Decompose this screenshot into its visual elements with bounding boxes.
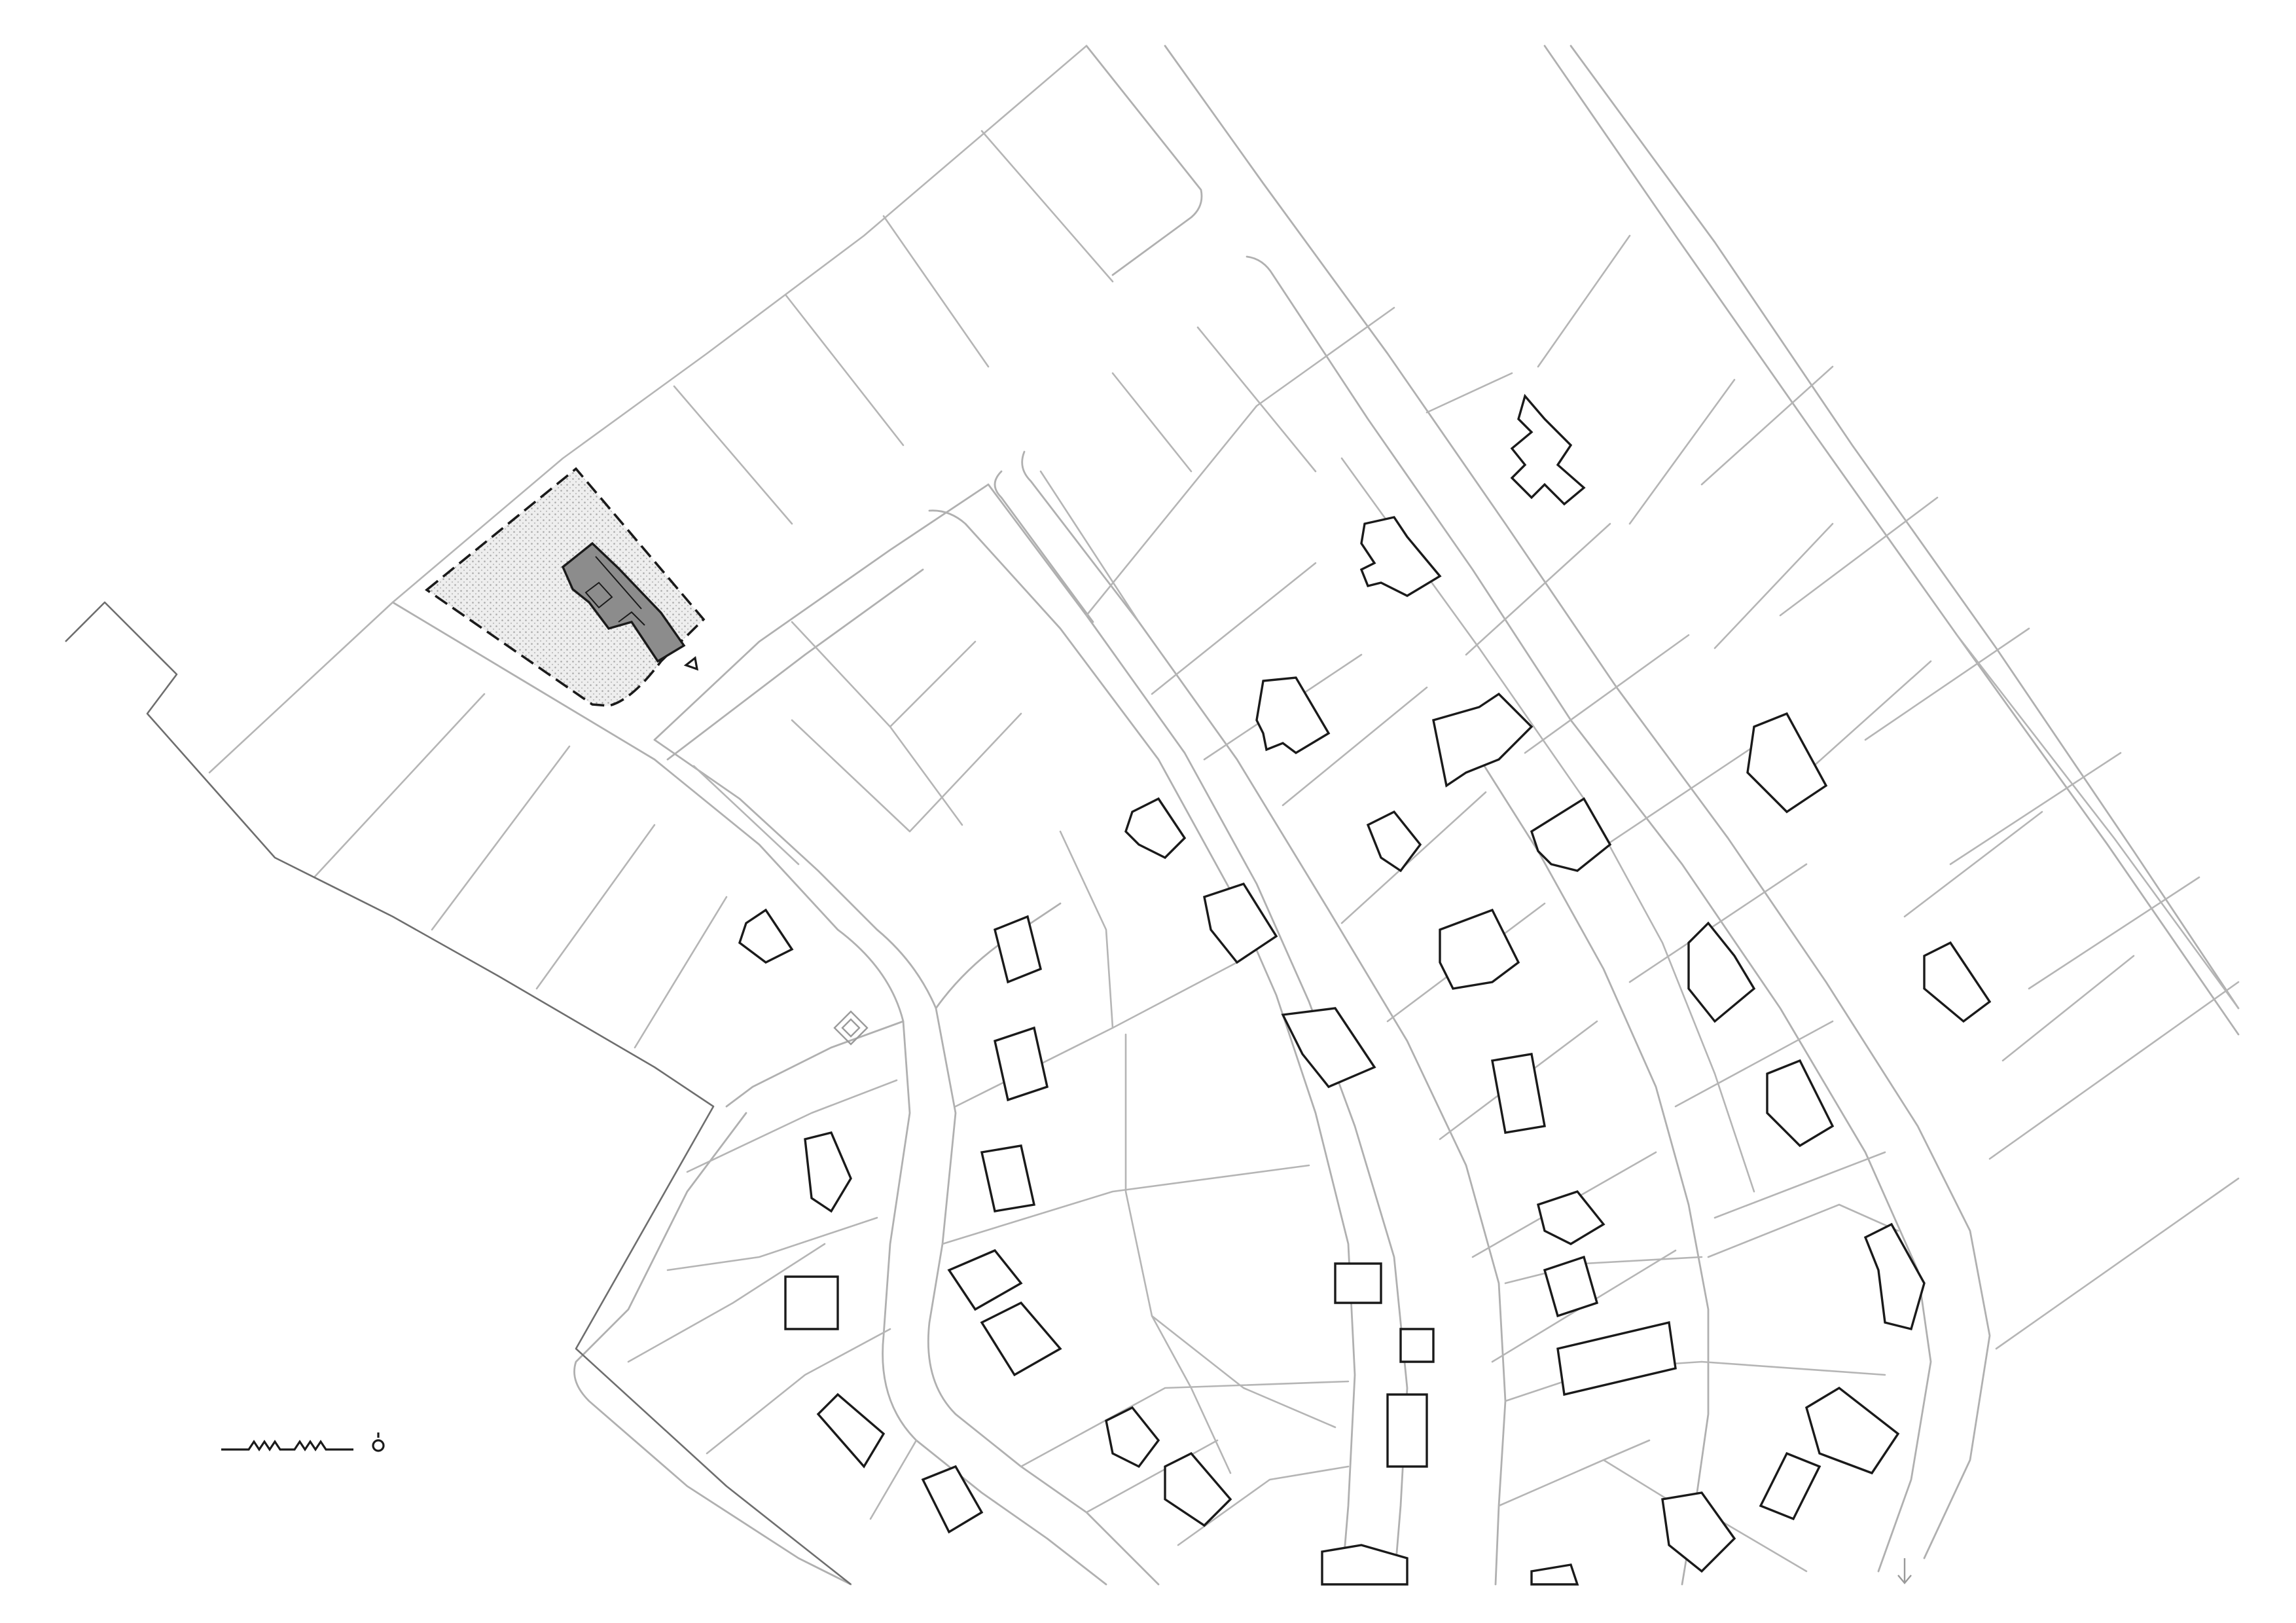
triangle-marker-icon [683,656,699,671]
legend [221,1432,385,1452]
existing-buildings [738,393,1992,1586]
road-edge [391,601,1107,1586]
house-footprint [980,1144,1036,1213]
road-edge [1543,45,2240,1036]
house-footprint [1530,797,1612,872]
house-footprint [1386,1393,1428,1468]
square-symbol-icon [833,1010,869,1046]
lot-line [673,130,1114,525]
highlighted-house[interactable] [561,541,686,663]
lot-line [391,45,1088,604]
lot-line [1059,830,1232,1474]
house-footprint [1661,1491,1736,1573]
house-footprint [1359,516,1442,597]
house-footprint [1510,393,1586,506]
lot-line [1465,522,1886,1219]
house-footprint [947,1249,1023,1311]
site-feature-symbol [833,1010,869,1046]
arrow-down-icon [1897,1558,1912,1584]
house-footprint [1203,882,1278,964]
house-footprint [993,915,1043,984]
road-edge [1570,45,2240,1010]
road-edge [653,739,1160,1586]
road-edge [1164,45,1991,1559]
road-edge [994,470,1094,623]
house-footprint [1759,1451,1821,1521]
house-footprint [1491,1053,1546,1134]
house-footprint [1746,712,1828,814]
roads [391,45,2240,1586]
house-footprint [980,1301,1062,1377]
house-footprint [1543,1255,1599,1318]
house-footprint [738,908,794,964]
road-edge [935,902,1062,1010]
road-edge [1085,45,1203,276]
house-footprint [784,1275,839,1330]
edge-marker [1897,1558,1912,1584]
lot-line [1085,306,1395,761]
lot-line [692,621,1022,866]
house-footprint [1439,908,1520,990]
lot-line [686,1079,898,1173]
lot-lines [208,45,2240,1573]
north-arrow-icon [372,1432,385,1452]
road-edge [725,1020,905,1108]
lot-line [1956,634,2240,1350]
road-edge [1021,450,1507,1586]
lot-line [208,601,728,1049]
house-detail [584,556,645,626]
road-edge [573,1112,852,1586]
boundary-line [65,601,852,1586]
house-footprint [1255,676,1331,755]
house-footprint [1321,1544,1408,1586]
house-footprint [1366,810,1422,873]
plot-boundary[interactable] [425,467,706,707]
lot-line [1039,326,1317,623]
lot-line [1537,234,2135,1062]
house-footprint [1536,1190,1605,1245]
house-footprint [1105,1406,1160,1468]
house-footprint[interactable] [561,541,686,663]
road-edge [666,568,924,761]
site-boundary [65,601,852,1586]
scale-bar-icon [221,1440,353,1451]
lot-line [1020,1380,1350,1546]
road-edge [1246,255,1932,1573]
lot-line [1340,372,1755,1193]
road-edge [1458,725,1710,1586]
house-footprint [1124,797,1187,860]
house-footprint [1164,1451,1232,1527]
lot-line [1700,365,2200,990]
lot-line [627,1216,918,1520]
house-footprint [804,1131,852,1213]
house-footprint [921,1465,984,1534]
house-footprint [1432,692,1534,788]
house-footprint [816,1393,886,1468]
highlighted-plot[interactable] [425,467,706,707]
house-footprint [1281,1007,1376,1089]
house-footprint [1334,1262,1382,1304]
house-footprint [1556,1321,1677,1396]
house-footprint [1766,1059,1835,1148]
house-footprint [1923,941,1992,1023]
house-footprint [1687,921,1756,1023]
road-edge [653,483,990,741]
house-footprint [994,1026,1049,1102]
house-footprint [1863,1222,1926,1331]
road-edge [928,509,1356,1586]
house-footprint [1530,1563,1579,1586]
house-footprint [1805,1386,1900,1475]
lot-line [1694,1203,1899,1573]
house-footprint [1399,1328,1435,1363]
